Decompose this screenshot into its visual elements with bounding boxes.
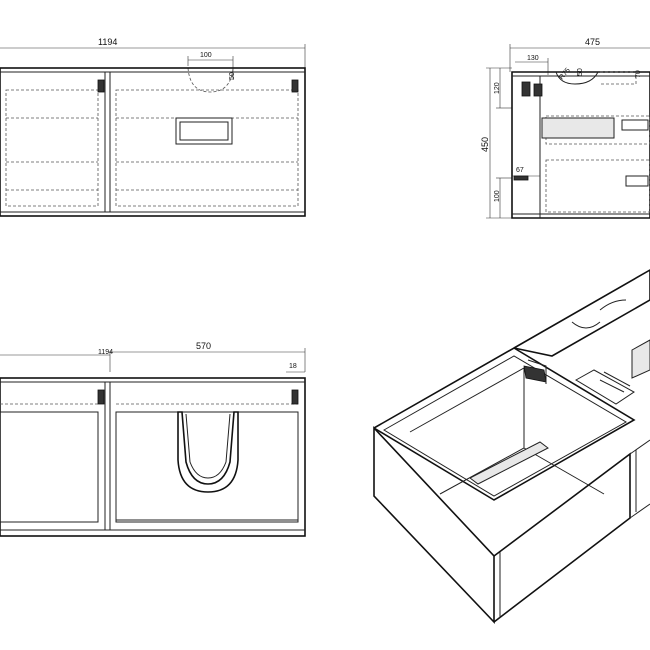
side-depth-dim: 475 [585,37,600,47]
drawer-handle [175,117,233,145]
hinge-right-section [291,389,299,405]
hinge-right [291,79,299,93]
drain-width-dim: 100 [200,52,212,59]
top-height-dim: 120 [494,82,501,94]
drawer-handle-side [541,117,615,139]
side-view: 475 130 R75 50 70 120 450 100 67 [480,37,650,219]
right-offset-dim: 70 [635,70,642,78]
drawer-runner [469,441,549,485]
wall-bracket-iso [523,365,547,383]
side-height-dim: 450 [480,137,490,152]
section-total-width-dim: 1194 [98,349,113,356]
rear-offset-dim: 130 [527,55,539,62]
isometric-view [373,269,650,624]
drawer-width-dim: 570 [196,341,211,351]
front-view: 1194 100 50 [0,37,306,217]
bottom-height-dim: 100 [494,190,501,202]
wall-bracket [521,81,531,97]
front-width-dim: 1194 [98,37,117,47]
drain-depth-dim: 50 [229,72,236,80]
panel-thickness-dim: 18 [289,363,297,370]
hinge-left [97,79,105,93]
bottom-offset-dim: 67 [516,167,524,174]
siphon-cutout [177,411,239,493]
section-view: 1194 570 18 [0,341,306,537]
hinge-left-section [97,389,105,405]
